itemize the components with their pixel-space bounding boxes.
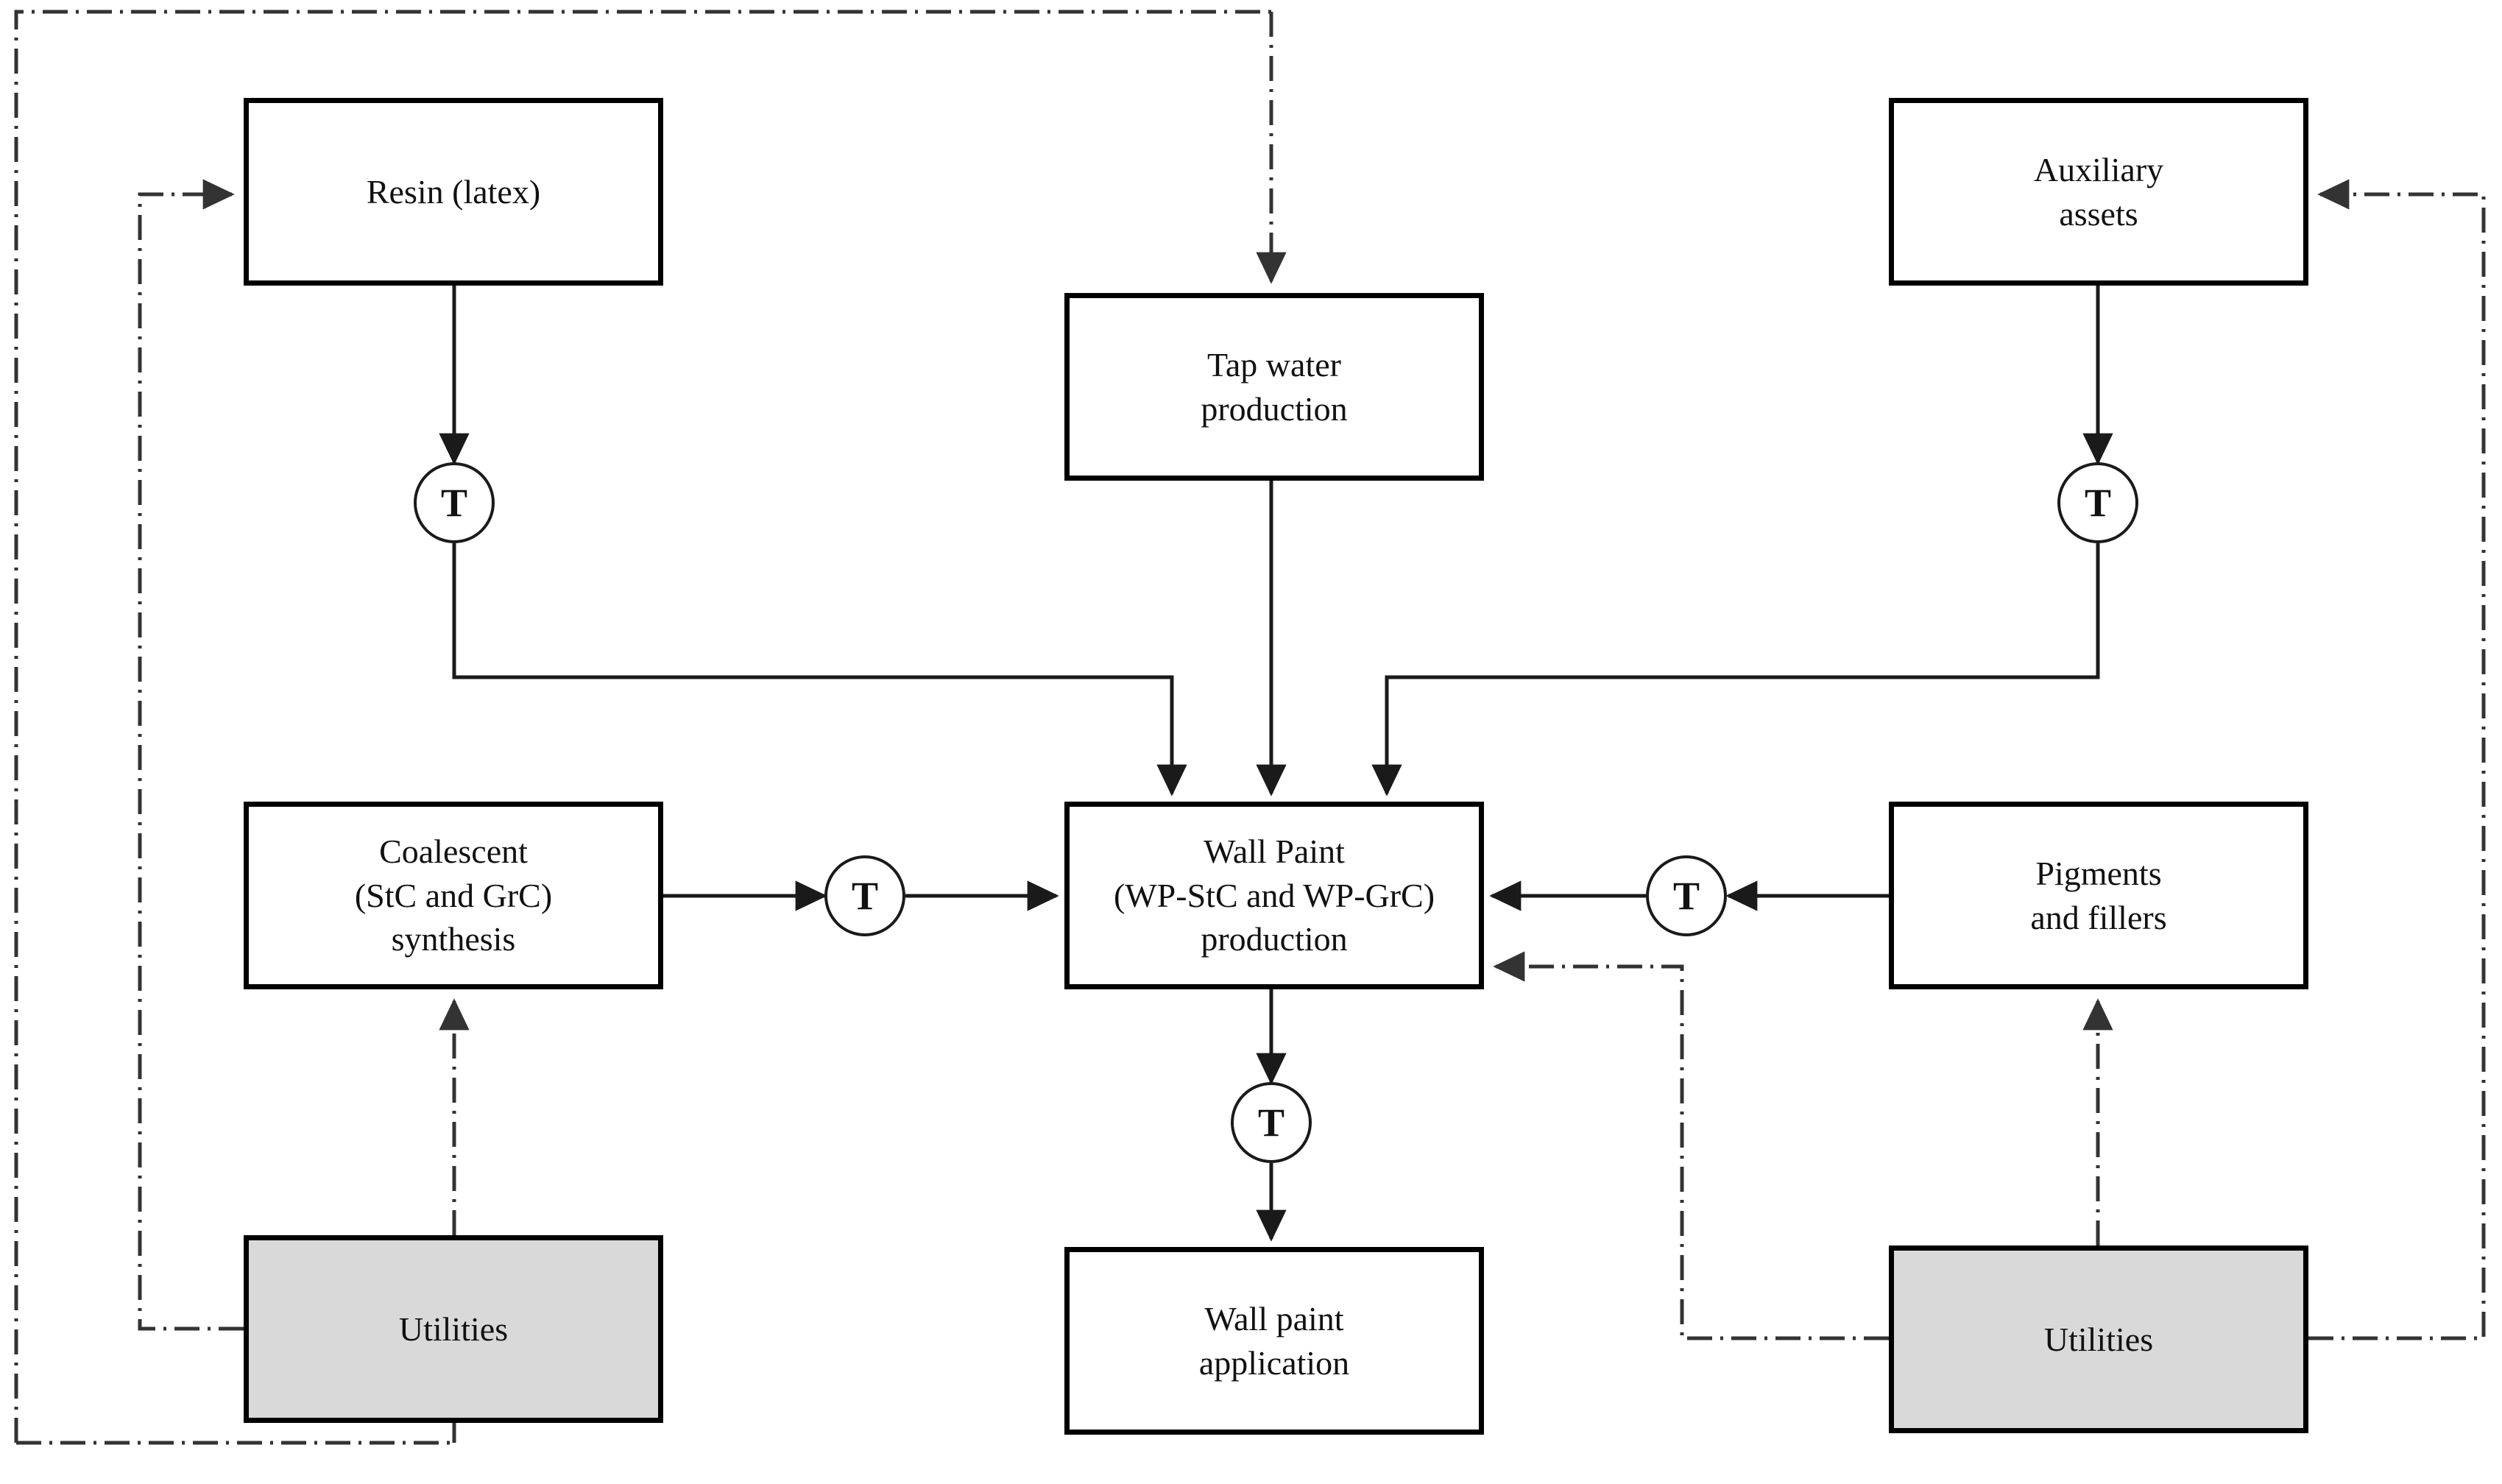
transport-node-output-label: T [1257,1100,1285,1145]
transport-node-auxiliary-label: T [2084,481,2112,525]
node-pigments-and-fillers[interactable]: Pigments and fillers [1889,802,2308,989]
transport-to-wallpaint-left-flow [452,543,1187,796]
system-boundary-outline [14,10,1271,1443]
node-utilities-left[interactable]: Utilities [244,1235,663,1423]
node-wall-paint-production[interactable]: Wall Paint (WP-StC and WP-GrC) productio… [1064,802,1484,989]
node-auxiliary-assets[interactable]: Auxiliary assets [1889,98,2308,286]
utilities-right-to-auxiliary-connector [2308,179,2486,1340]
transport-to-wallpaint-right-flow [1371,543,2100,796]
transport-node-resin[interactable]: T [414,462,495,543]
node-pigments-and-fillers-label: Pigments and fillers [2030,854,2167,936]
utilities-right-to-wallpaint-connector [1493,951,1889,1340]
transport-node-auxiliary[interactable]: T [2057,462,2138,543]
node-utilities-right[interactable]: Utilities [1889,1246,2308,1433]
node-wall-paint-application[interactable]: Wall paint application [1064,1247,1484,1435]
transport-node-coalescent-label: T [851,874,879,918]
node-coalescent-synthesis[interactable]: Coalescent (StC and GrC) synthesis [244,802,663,989]
node-tap-water-production-label: Tap water production [1201,345,1348,428]
node-wall-paint-production-label: Wall Paint (WP-StC and WP-GrC) productio… [1113,832,1435,958]
node-utilities-right-label: Utilities [2043,1320,2154,1358]
node-coalescent-synthesis-label: Coalescent (StC and GrC) synthesis [354,832,553,958]
utilities-left-to-resin-connector [138,179,244,1331]
transport-node-output[interactable]: T [1231,1082,1312,1163]
node-resin-label: Resin (latex) [366,172,541,211]
node-utilities-left-label: Utilities [398,1310,509,1348]
transport-node-resin-label: T [440,481,468,525]
transport-node-coalescent[interactable]: T [824,855,905,936]
node-auxiliary-assets-label: Auxiliary assets [2033,150,2164,233]
node-wall-paint-application-label: Wall paint application [1198,1299,1350,1382]
transport-node-pigments[interactable]: T [1646,855,1727,936]
node-tap-water-production[interactable]: Tap water production [1064,293,1484,481]
node-resin[interactable]: Resin (latex) [244,98,663,286]
transport-node-pigments-label: T [1672,874,1700,918]
